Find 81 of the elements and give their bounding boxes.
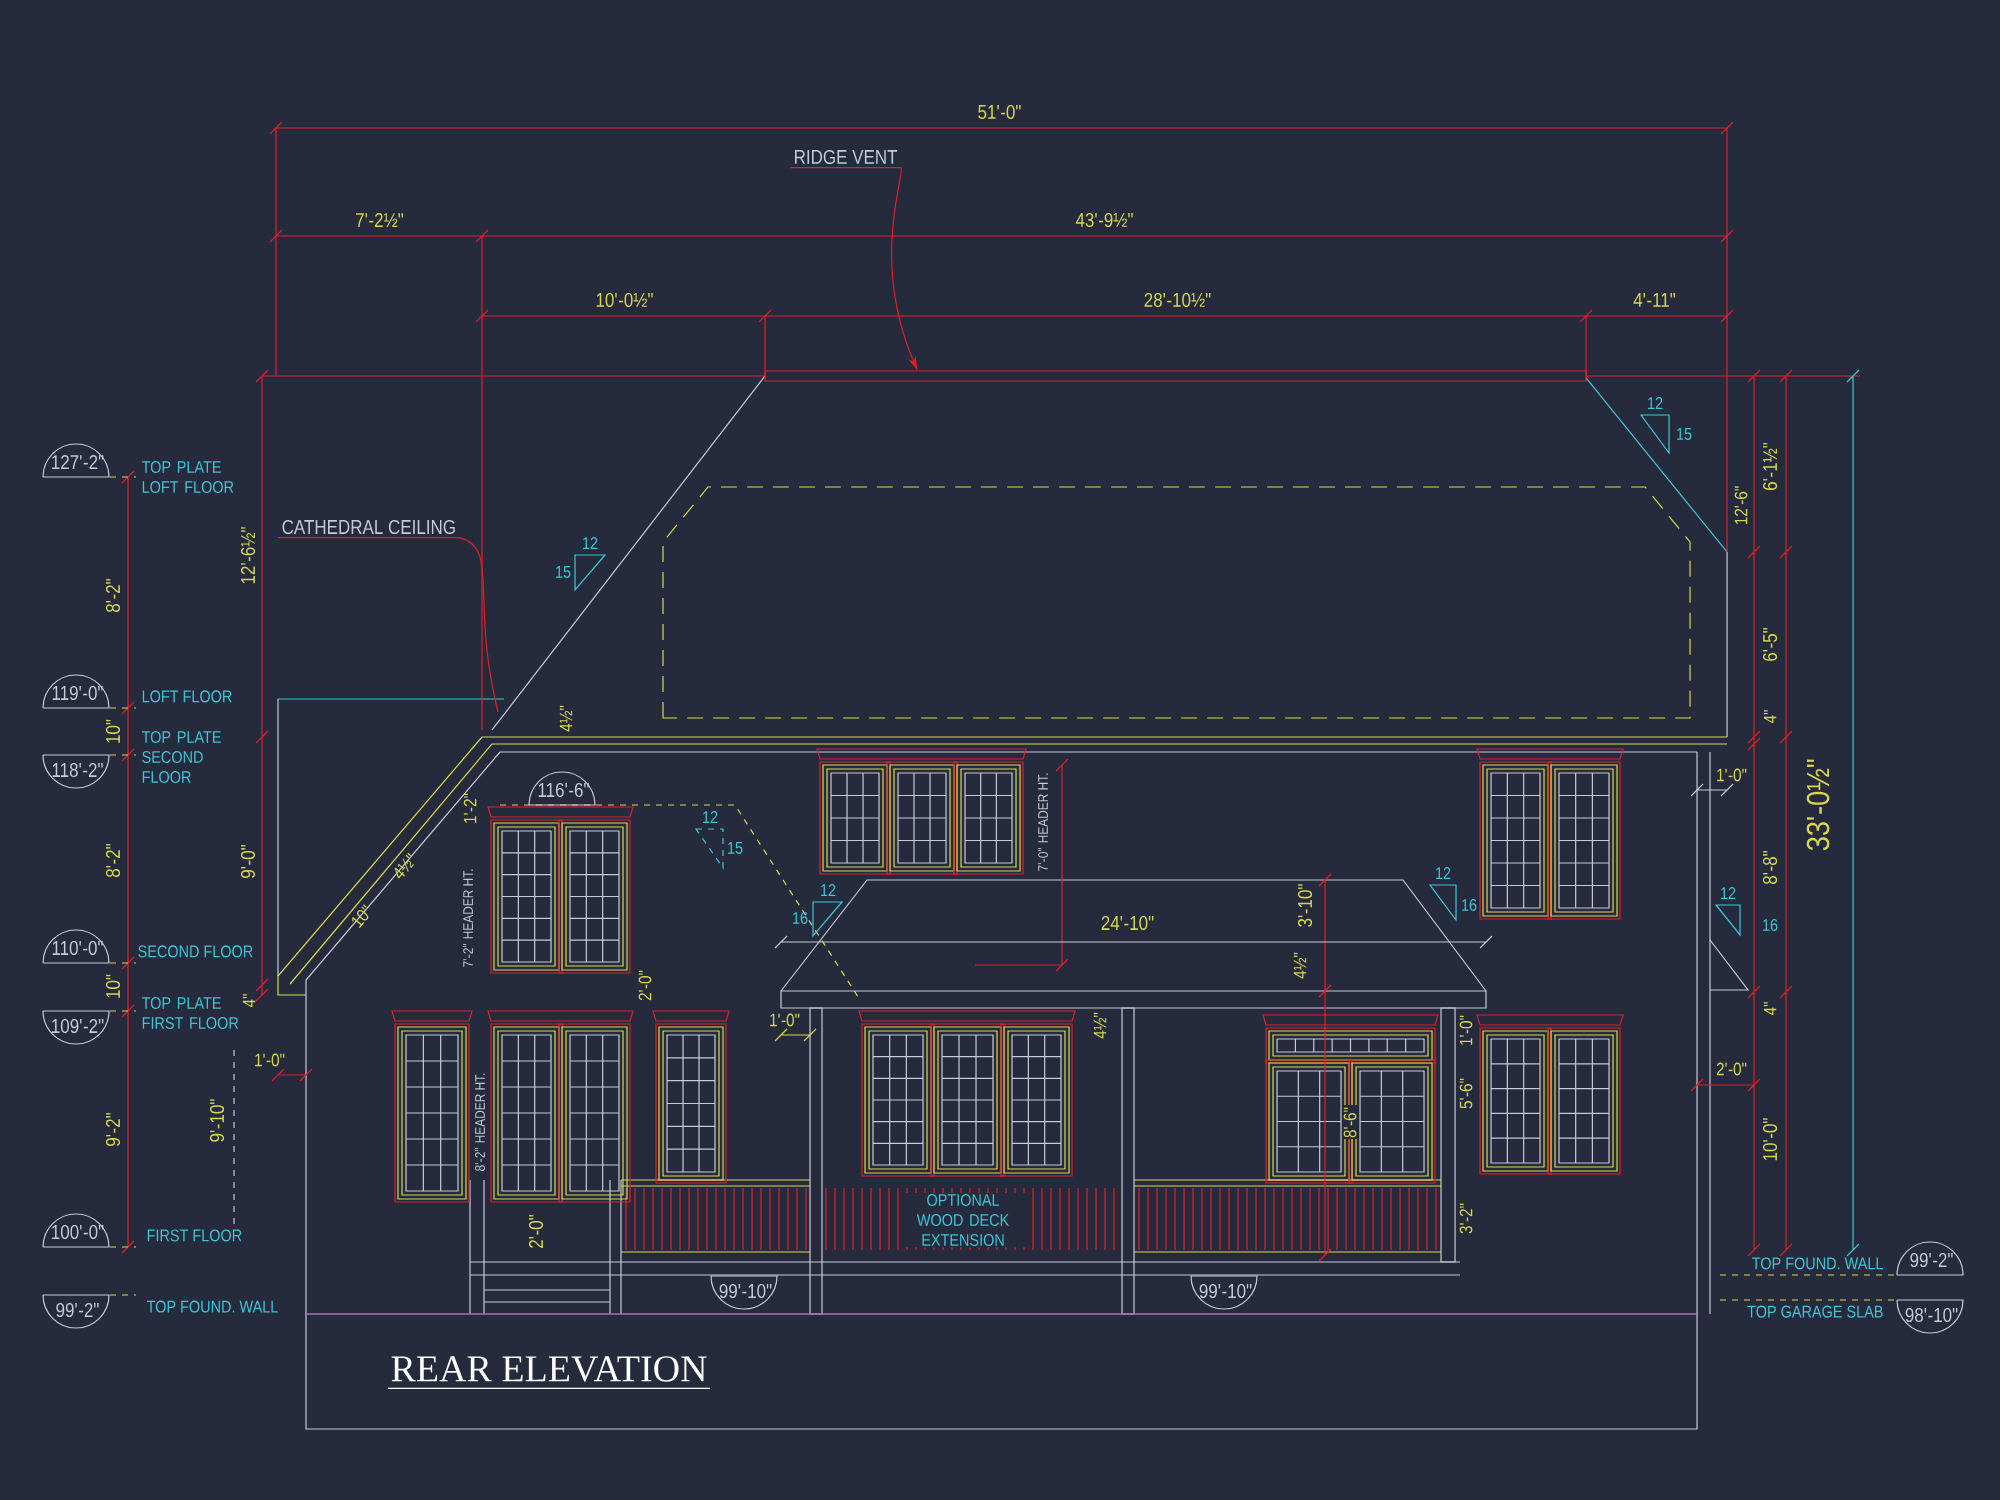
note-text: OPTIONAL WOOD DECK EXTENSION <box>900 1193 1026 1247</box>
dimension-text: 1'-0" <box>770 1013 800 1027</box>
level-label: FIRST FLOOR <box>147 1229 242 1242</box>
elevation-marker: 116'-6" <box>528 771 596 806</box>
elevation-marker: 127'-2" <box>42 443 110 478</box>
dimension-text: 4" <box>242 994 256 1008</box>
slope-number: 12 <box>583 537 598 549</box>
elevation-marker: 110'-0" <box>42 929 110 964</box>
dimension-text: 4" <box>1763 710 1777 724</box>
slope-number: 12 <box>821 884 836 896</box>
dimension-text: 6'-5" <box>1762 628 1778 661</box>
dimension-text: 4½" <box>394 852 415 879</box>
level-label: TOP GARAGE SLAB <box>1747 1305 1883 1318</box>
slope-number: 12 <box>1436 867 1451 879</box>
elevation-marker: 100'-0" <box>42 1213 110 1248</box>
slope-number: 15 <box>728 842 743 854</box>
dimension-text: 8'-2" <box>105 579 121 612</box>
level-label: SECOND FLOOR <box>138 945 253 958</box>
drawing-title: REAR ELEVATION <box>387 1356 711 1390</box>
slope-number: 15 <box>556 566 571 578</box>
dimension-text: 4" <box>1763 1002 1777 1016</box>
elevation-marker: 99'-10" <box>1190 1275 1258 1310</box>
dimension-text: 12'-6" <box>1734 486 1748 525</box>
dimension-text: 43'-9½" <box>1075 212 1133 228</box>
note-text: 8'-2" HEADER HT. <box>475 1073 485 1171</box>
dimension-text: 9'-2" <box>105 1113 121 1146</box>
note-text: 7'-0" HEADER HT. <box>1038 773 1048 871</box>
slope-number: 12 <box>703 811 718 823</box>
dimension-text: 3'-2" <box>1459 1203 1473 1234</box>
dimension-text: 8'-2" <box>105 844 121 877</box>
level-label: TOP FOUND. WALL <box>1752 1257 1883 1270</box>
dimension-text: 2'-0" <box>528 1215 544 1248</box>
dimension-text: 1'-0" <box>1459 1015 1473 1045</box>
dimension-text: 2'-0" <box>638 970 652 1001</box>
dimension-text: 1'-2" <box>463 793 477 823</box>
elevation-marker: 118'-2" <box>42 754 110 789</box>
dimension-text: 2'-0" <box>1716 1062 1747 1076</box>
dimension-text: 4½" <box>559 705 573 732</box>
level-label: TOP PLATE SECOND FLOOR <box>141 731 221 783</box>
dimension-text: 9'-10" <box>209 1099 225 1142</box>
slope-number: 16 <box>1462 899 1477 911</box>
leader-line <box>277 537 499 713</box>
dimension-text: 10'-0½" <box>596 292 653 308</box>
dimension-text: 10" <box>352 904 369 929</box>
dimension-text: 1'-0" <box>1717 768 1747 782</box>
level-label: LOFT FLOOR <box>142 690 232 703</box>
dimension-text: 28'-10½" <box>1144 292 1211 308</box>
level-label: TOP PLATE LOFT FLOOR <box>141 461 234 493</box>
elevation-marker: 99'-2" <box>42 1294 110 1329</box>
dimension-text: 24'-10" <box>1101 915 1154 931</box>
slope-number: 12 <box>1648 397 1663 409</box>
level-label: TOP FOUND. WALL <box>146 1300 278 1313</box>
dimension-text: 5'-6" <box>1459 1078 1473 1109</box>
dimension-text: 10'-0" <box>1762 1118 1778 1161</box>
dimension-text: 4½" <box>1093 1012 1107 1039</box>
slope-number: 15 <box>1677 428 1692 440</box>
dimension-text: 10" <box>105 719 121 743</box>
dimension-text: 9'-0" <box>240 845 256 878</box>
dimension-text: 6'-1½" <box>1762 442 1778 490</box>
dimension-text: 4½" <box>1293 952 1307 979</box>
note-text: 7'-2" HEADER HT. <box>463 869 473 967</box>
note-text: CATHEDRAL CEILING <box>282 519 455 535</box>
elevation-marker: 99'-10" <box>710 1275 778 1310</box>
dimension-text: 3'-10" <box>1297 884 1313 927</box>
elevation-marker: 98'-10" <box>1896 1299 1964 1334</box>
dimension-text: 7'-2½" <box>356 213 404 227</box>
dimension-text: 12'-6½" <box>240 527 256 584</box>
elevation-marker: 119'-0" <box>42 674 110 709</box>
level-label: TOP PLATE FIRST FLOOR <box>141 997 239 1029</box>
dimension-text: 33'-0½" <box>1806 759 1830 851</box>
elevation-marker: 99'-2" <box>1896 1241 1964 1276</box>
dimension-text: 4'-11" <box>1633 293 1676 307</box>
dimension-text: 51'-0" <box>978 104 1021 120</box>
dimension-text: 10" <box>105 974 121 998</box>
dimension-text: 1'-0" <box>255 1053 285 1067</box>
note-text: RIDGE VENT <box>795 149 898 165</box>
slope-number: 16 <box>793 912 808 924</box>
slope-number: 16 <box>1763 919 1778 931</box>
slope-number: 12 <box>1721 887 1736 899</box>
dimension-text: 8'-8" <box>1762 851 1778 884</box>
elevation-marker: 109'-2" <box>42 1010 110 1045</box>
